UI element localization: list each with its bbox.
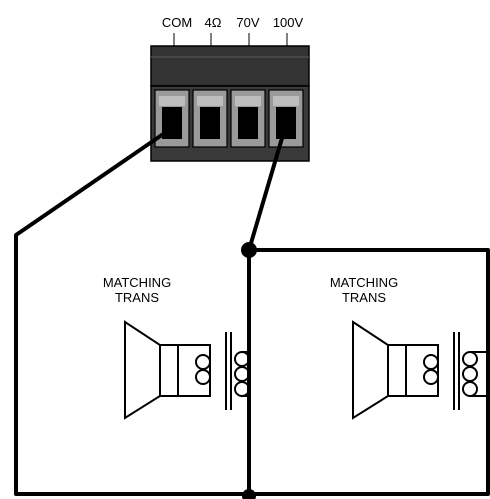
wire-com — [14, 126, 251, 496]
terminal-block-top — [150, 45, 310, 87]
speaker-right-secondary-coil-icon — [462, 351, 478, 397]
speaker-right-lead-wire — [406, 344, 439, 397]
speaker-left-magnet-icon — [159, 344, 179, 397]
terminal-70v — [230, 89, 266, 148]
speaker-right-cone-icon — [352, 320, 389, 420]
junction-bottom — [242, 489, 256, 499]
speaker-left-label-line1: MATCHING — [103, 275, 171, 290]
speaker-left: MATCHING TRANS — [103, 275, 250, 420]
speaker-left-label-line2: TRANS — [115, 290, 159, 305]
speaker-left-secondary-coil-icon — [234, 351, 250, 397]
speaker-right: MATCHING TRANS — [330, 275, 488, 420]
wire-bus-top — [247, 248, 490, 496]
terminal-label-com: COM — [162, 15, 192, 30]
terminal-labels: COM 4Ω 70V 100V — [162, 15, 304, 30]
speaker-left-primary-coil-icon — [195, 354, 211, 385]
junction-top — [241, 242, 257, 258]
label-tick-lines — [173, 33, 288, 47]
speaker-right-magnet-icon — [387, 344, 407, 397]
terminal-100v — [268, 89, 304, 148]
speaker-right-primary-coil-icon — [423, 354, 439, 385]
junction-dots — [241, 242, 257, 499]
wires — [14, 126, 490, 496]
terminal-label-4ohm: 4Ω — [205, 15, 222, 30]
terminal-block — [150, 45, 310, 162]
terminal-4ohm — [192, 89, 228, 148]
wire-100v — [247, 126, 287, 252]
speaker-left-cone-icon — [124, 320, 161, 420]
terminal-label-100v: 100V — [273, 15, 304, 30]
speaker-right-label-line1: MATCHING — [330, 275, 398, 290]
speaker-right-label-line2: TRANS — [342, 290, 386, 305]
speaker-left-lead-wire — [178, 344, 211, 397]
terminal-label-70v: 70V — [236, 15, 259, 30]
